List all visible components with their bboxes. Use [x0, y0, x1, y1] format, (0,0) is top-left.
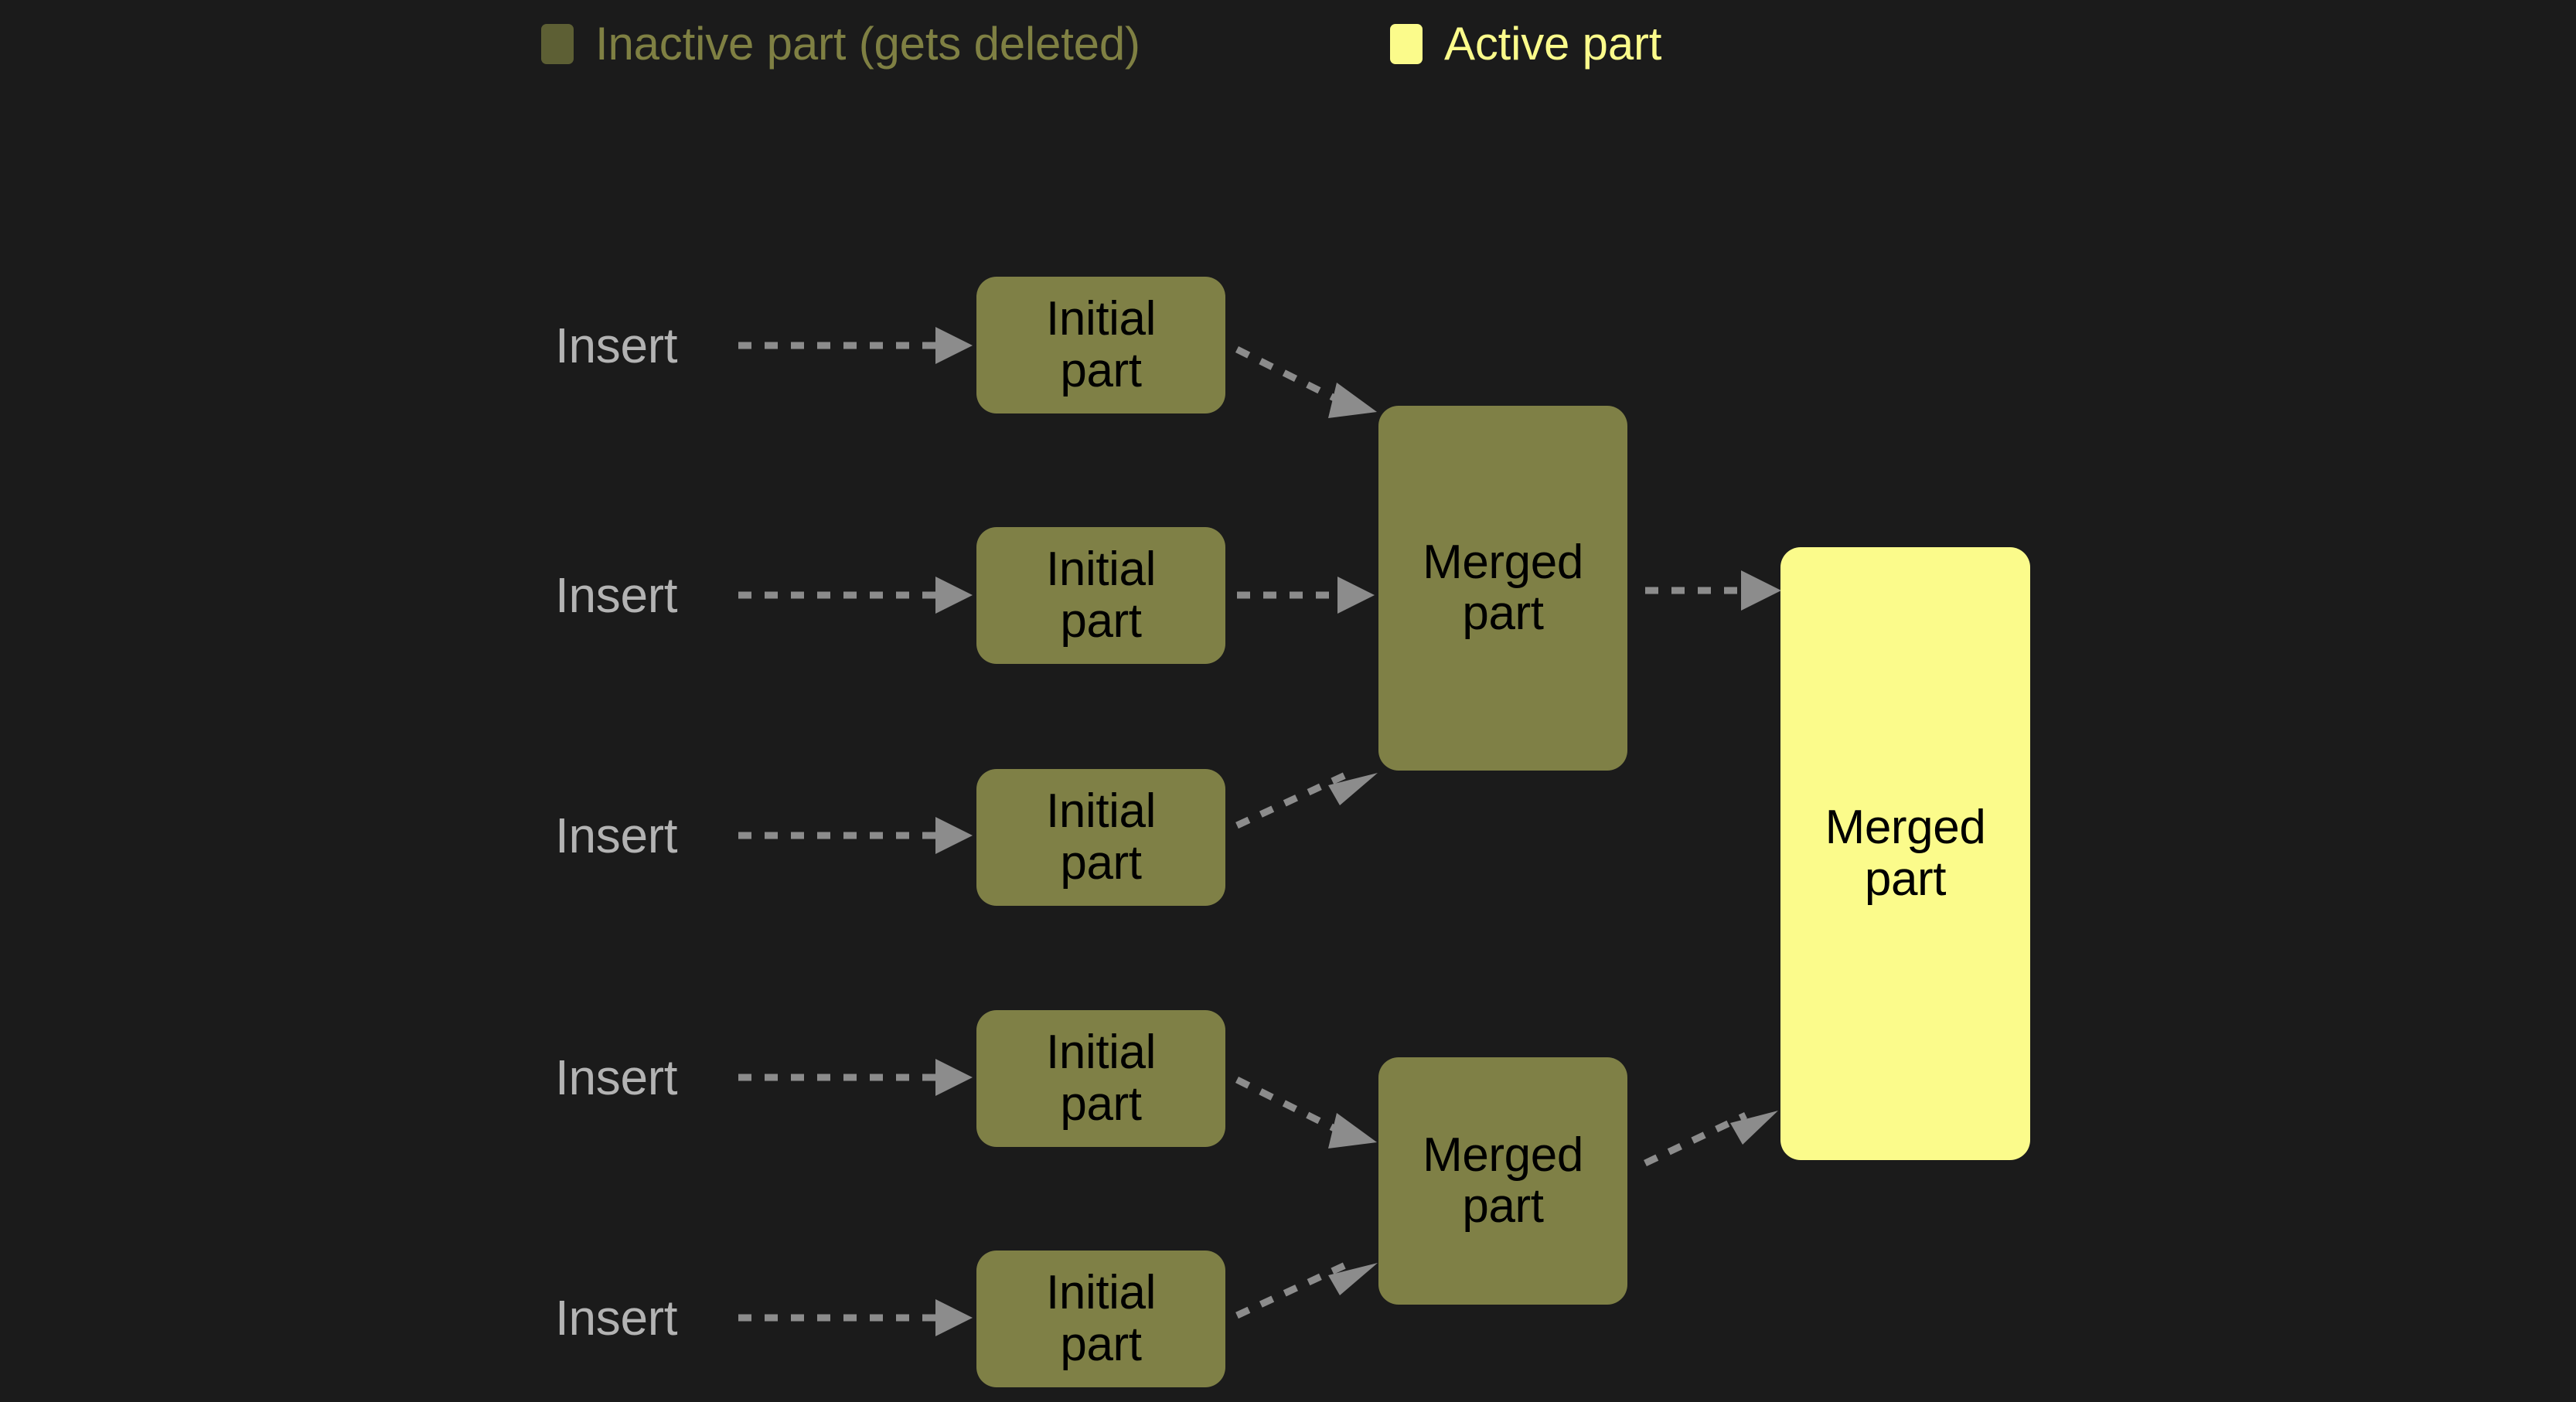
initial-part-box-3[interactable]: Initial part — [976, 769, 1225, 906]
arrow-initial4-to-merged-bottom — [1235, 1076, 1377, 1148]
arrow-insert-to-initial-1 — [738, 327, 973, 364]
legend-label-inactive: Inactive part (gets deleted) — [595, 18, 1140, 70]
insert-label-1: Insert — [555, 318, 678, 373]
merged-part-label-line1: Merged — [1423, 535, 1583, 589]
initial-part-box-4[interactable]: Initial part — [976, 1010, 1225, 1147]
initial-part-label-line2: part — [1060, 835, 1142, 890]
arrow-insert-to-initial-3 — [738, 817, 973, 854]
final-merged-part-label-line2: part — [1864, 852, 1947, 906]
initial-part-label-line2: part — [1060, 1077, 1142, 1131]
initial-part-label-line1: Initial — [1046, 543, 1156, 597]
merged-part-box-bottom[interactable]: Merged part — [1378, 1057, 1627, 1305]
arrow-merged-bottom-to-final — [1644, 1111, 1778, 1167]
initial-part-box-2[interactable]: Initial part — [976, 527, 1225, 664]
merged-part-label-line1: Merged — [1423, 1128, 1583, 1182]
legend: Inactive part (gets deleted) Active part — [0, 0, 2576, 100]
insert-label-5: Insert — [555, 1290, 678, 1346]
initial-part-box-1[interactable]: Initial part — [976, 277, 1225, 413]
legend-label-active: Active part — [1444, 18, 1662, 70]
merged-part-label-line2: part — [1462, 1179, 1544, 1233]
arrow-initial3-to-merged-top — [1235, 771, 1378, 829]
arrow-initial1-to-merged-top — [1235, 345, 1377, 418]
initial-part-box-5[interactable]: Initial part — [976, 1251, 1225, 1387]
insert-label-4: Insert — [555, 1050, 678, 1105]
insert-label-3: Insert — [555, 808, 678, 863]
initial-part-label-line1: Initial — [1046, 784, 1156, 839]
legend-item-inactive-part: Inactive part (gets deleted) — [541, 21, 1140, 67]
legend-item-active-part: Active part — [1390, 21, 1661, 67]
initial-part-label-line2: part — [1060, 1317, 1142, 1371]
merged-part-box-top[interactable]: Merged part — [1378, 406, 1627, 771]
final-merged-part-label-line1: Merged — [1825, 801, 1986, 855]
insert-label-2: Insert — [555, 567, 678, 623]
final-merged-part-box-active[interactable]: Merged part — [1780, 547, 2030, 1160]
arrow-merged-top-to-final — [1645, 570, 1781, 611]
inactive-part-swatch-icon — [541, 24, 574, 64]
merged-part-label-line2: part — [1462, 587, 1544, 640]
arrow-initial2-to-merged-top — [1237, 577, 1375, 614]
arrow-initial5-to-merged-bottom — [1235, 1261, 1378, 1319]
arrow-insert-to-initial-4 — [738, 1059, 973, 1096]
arrow-insert-to-initial-2 — [738, 577, 973, 614]
initial-part-label-line1: Initial — [1046, 1026, 1156, 1080]
initial-part-label-line2: part — [1060, 594, 1142, 648]
initial-part-label-line1: Initial — [1046, 1266, 1156, 1320]
initial-part-label-line2: part — [1060, 343, 1142, 397]
active-part-swatch-icon — [1390, 24, 1423, 64]
initial-part-label-line1: Initial — [1046, 292, 1156, 346]
arrow-insert-to-initial-5 — [738, 1299, 973, 1336]
